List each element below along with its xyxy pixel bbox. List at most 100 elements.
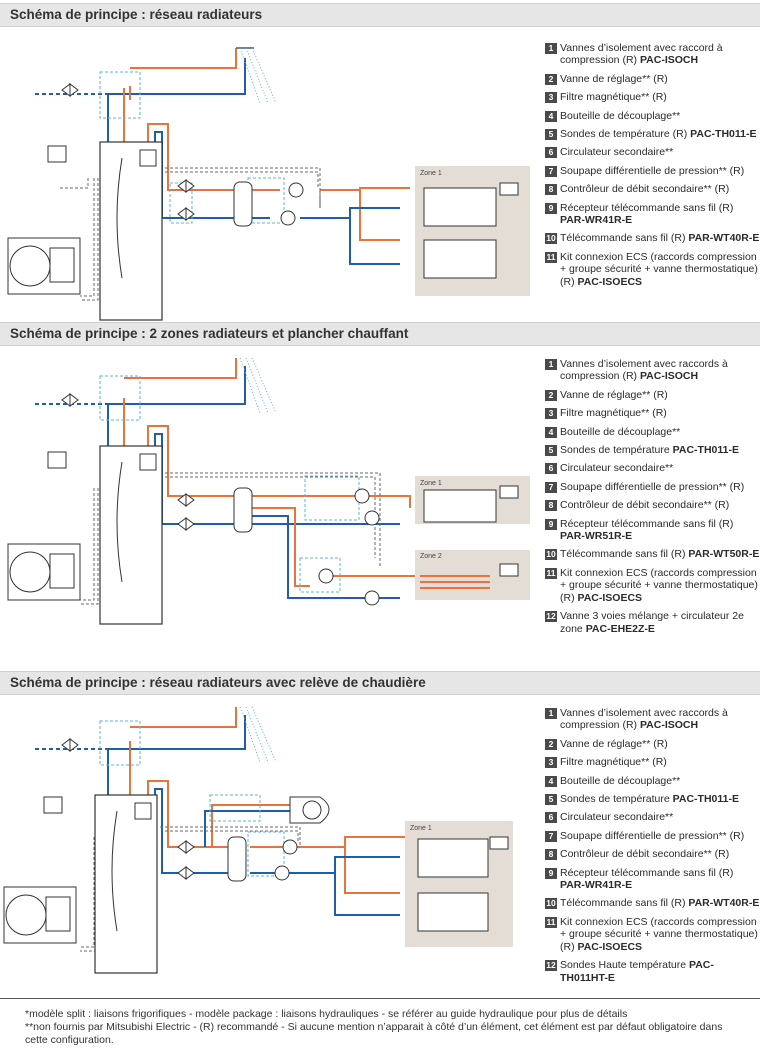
legend-text: Circulateur secondaire** bbox=[560, 811, 674, 824]
legend-text: Vanne de réglage** (R) bbox=[560, 388, 668, 401]
legend-number-badge: 7 bbox=[545, 481, 557, 493]
legend-text: Vanne de réglage** (R) bbox=[560, 72, 668, 85]
legend-text: Filtre magnétique** (R) bbox=[560, 407, 667, 420]
legend-product-code: PAC-TH011HT-E bbox=[560, 959, 714, 984]
legend-text: Filtre magnétique** (R) bbox=[560, 91, 667, 104]
legend-product-code: PAC-TH011-E bbox=[672, 793, 739, 806]
legend-number-badge: 1 bbox=[545, 43, 557, 54]
legend-product-code: PAC-ISOECS bbox=[577, 275, 643, 288]
legend-number-badge: 3 bbox=[545, 757, 557, 769]
zone-label-s1: Zone 1 bbox=[420, 170, 442, 177]
legend-product-code: PAC-EHE2Z-E bbox=[585, 622, 655, 635]
section-2-title: Schéma de principe : 2 zones radiateurs … bbox=[10, 326, 409, 341]
section-3-header: Schéma de principe : réseau radiateurs a… bbox=[0, 671, 760, 695]
legend-text: Sondes de température bbox=[560, 444, 673, 457]
legend-number-badge: 4 bbox=[545, 775, 557, 787]
legend-text: Vannes d’isolement avec raccords à compr… bbox=[560, 707, 728, 732]
legend-number-badge: 3 bbox=[545, 92, 557, 104]
legend-product-code: PAR-WR41R-E bbox=[560, 214, 633, 227]
legend-text: Circulateur secondaire** bbox=[560, 462, 674, 475]
legend-text: Soupape différentielle de pression** (R) bbox=[560, 829, 745, 842]
section-1-title: Schéma de principe : réseau radiateurs bbox=[10, 7, 263, 22]
legend-text: Filtre magnétique** (R) bbox=[560, 756, 667, 769]
legend-number-badge: 11 bbox=[545, 251, 557, 263]
footnote-1: *modèle split : liaisons frigorifiques -… bbox=[25, 1008, 628, 1020]
legend-text: Télécommande sans fil (R) bbox=[560, 548, 689, 561]
legend-text: Télécommande sans fil (R) bbox=[560, 897, 689, 910]
legend-number-badge: 8 bbox=[545, 184, 557, 196]
legend-text: Soupape différentielle de pression** (R) bbox=[560, 164, 745, 177]
legend-number-badge: 11 bbox=[545, 567, 557, 579]
legend-number-badge: 2 bbox=[545, 73, 557, 85]
legend-text: Récepteur télécommande sans fil (R) bbox=[560, 201, 734, 214]
legend-number-badge: 3 bbox=[545, 408, 557, 420]
legend-product-code: PAC-TH011-E bbox=[672, 444, 739, 457]
legend-number-badge: 9 bbox=[545, 518, 557, 530]
legend-text: Télécommande sans fil (R) bbox=[560, 232, 689, 245]
legend-product-code: PAR-WT40R-E bbox=[688, 232, 760, 245]
legend-number-badge: 1 bbox=[545, 359, 557, 370]
legend-text: Récepteur télécommande sans fil (R) bbox=[560, 866, 734, 879]
legend-text: Vanne de réglage** (R) bbox=[560, 737, 668, 750]
legend-number-badge: 5 bbox=[545, 794, 557, 806]
legend-text: Bouteille de découplage** bbox=[560, 774, 681, 787]
diagram-1 bbox=[7, 47, 530, 321]
legend-text: Contrôleur de débit secondaire** (R) bbox=[560, 848, 730, 861]
legend-text: Récepteur télécommande sans fil (R) bbox=[560, 517, 734, 530]
legend-product-code: PAR-WT50R-E bbox=[688, 548, 760, 561]
legend-number-badge: 2 bbox=[545, 738, 557, 750]
legend-product-code: PAR-WR51R-E bbox=[560, 530, 633, 543]
legend-product-code: PAR-WR41R-E bbox=[560, 879, 633, 892]
zone-label-s3: Zone 1 bbox=[410, 825, 432, 832]
section-1-header: Schéma de principe : réseau radiateurs bbox=[0, 3, 760, 27]
legend-text: Sondes Haute température bbox=[560, 959, 689, 972]
legend-number-badge: 2 bbox=[545, 389, 557, 401]
legend-text: Sondes de température bbox=[560, 793, 673, 806]
footnote-2: **non fournis par Mitsubishi Electric - … bbox=[25, 1021, 723, 1046]
legend-number-badge: 8 bbox=[545, 849, 557, 861]
legend-number-badge: 9 bbox=[545, 867, 557, 879]
legend-product-code: PAC-TH011-E bbox=[690, 128, 757, 141]
legend-number-badge: 6 bbox=[545, 812, 557, 824]
diagram-2 bbox=[7, 357, 530, 625]
section-2-header: Schéma de principe : 2 zones radiateurs … bbox=[0, 322, 760, 346]
legend-text: Sondes de température (R) bbox=[560, 128, 691, 141]
legend-product-code: PAC-ISOCH bbox=[639, 54, 699, 67]
legend-number-badge: 6 bbox=[545, 463, 557, 475]
legend-text: Circulateur secondaire** bbox=[560, 146, 674, 159]
footer-divider bbox=[0, 998, 760, 999]
section-3-title: Schéma de principe : réseau radiateurs a… bbox=[10, 675, 426, 690]
zone-label-s2-1: Zone 1 bbox=[420, 480, 442, 487]
legend-number-badge: 6 bbox=[545, 147, 557, 159]
legend-text: Vannes d’isolement avec raccord à compre… bbox=[560, 42, 723, 67]
legend-number-badge: 10 bbox=[545, 898, 557, 910]
legend-number-badge: 5 bbox=[545, 445, 557, 457]
legend-number-badge: 12 bbox=[545, 960, 557, 972]
legend-number-badge: 10 bbox=[545, 549, 557, 561]
